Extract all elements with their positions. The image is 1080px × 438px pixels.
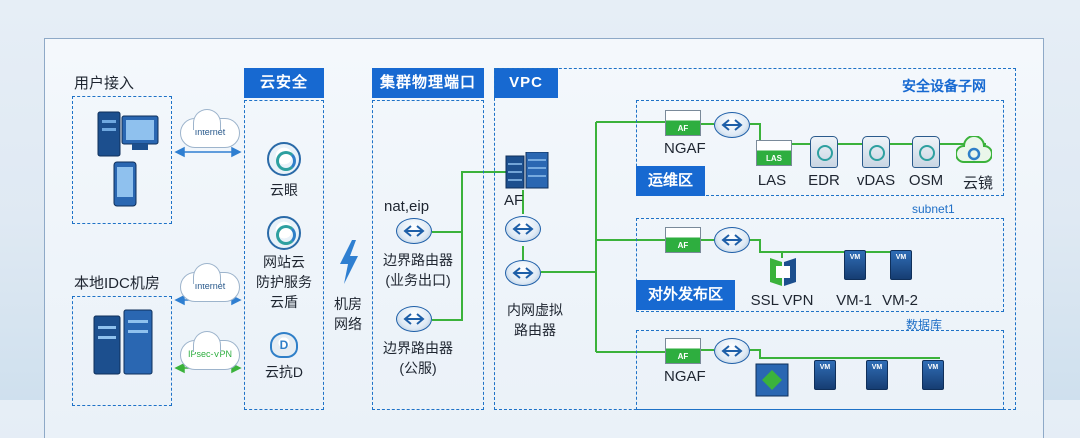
vmware-host-icon: [755, 363, 789, 397]
vpc-af-label: AF: [504, 192, 524, 209]
anti-d-label: 云抗D: [264, 364, 304, 380]
ngaf-bottom-icon: AF: [665, 338, 701, 364]
las-label: LAS: [757, 172, 787, 189]
cloud-eye-label: 云眼: [270, 182, 298, 198]
vpc-router-icon: [505, 216, 541, 242]
network-label: 网络: [334, 316, 362, 332]
publish-zone-box: [636, 218, 1004, 312]
internet-cloud-icon: Internet: [180, 109, 240, 148]
vm3-icon: VM: [814, 360, 836, 390]
ngaf-bottom-label: NGAF: [664, 368, 706, 385]
osm-device-icon: [912, 136, 940, 168]
las-device-icon: LAS: [756, 140, 792, 166]
edge-router-1-sub: (业务出口): [385, 272, 451, 288]
publish-zone-label: 对外发布区: [636, 280, 736, 310]
inner-virtual-router-icon: [505, 260, 541, 286]
vm1-label: VM-1: [836, 292, 872, 309]
edge-router-2-label: 边界路由器: [383, 340, 453, 356]
server-rack-icon: [93, 309, 153, 375]
database-label: 数据库: [906, 318, 943, 332]
user-access-label: 用户接入: [74, 75, 135, 92]
af-firewall-icon: [505, 152, 549, 189]
inner-router-label: 内网虚拟: [507, 302, 563, 318]
subnet1-label: subnet1: [912, 202, 955, 216]
ssl-vpn-icon: [770, 258, 796, 286]
ipsec-vpn-cloud-icon: IPsec-VPN: [180, 331, 240, 370]
web-cloud-shield-icon: [267, 216, 301, 250]
vm4-icon: VM: [866, 360, 888, 390]
edr-label: EDR: [808, 172, 840, 189]
ngaf-top-label: NGAF: [664, 140, 706, 157]
edr-device-icon: [810, 136, 838, 168]
vm5-icon: VM: [922, 360, 944, 390]
ngaf-mid-icon: AF: [665, 227, 701, 253]
internet-cloud-icon-2: Internet: [180, 263, 240, 302]
cluster-port-header: 集群物理端口: [372, 68, 484, 98]
room-label: 机房: [334, 296, 362, 312]
anti-ddos-shield-icon: D: [270, 332, 298, 358]
edge-router-icon-2: [396, 306, 432, 332]
cloud-mirror-label: 云镜: [962, 175, 994, 192]
local-idc-label: 本地IDC机房: [74, 275, 160, 292]
vm2-label: VM-2: [882, 292, 918, 309]
ops-zone-label: 运维区: [636, 166, 706, 196]
protect-service-label: 防护服务: [256, 274, 312, 290]
edge-router-2-sub: (公服): [399, 360, 437, 376]
cloud-mirror-icon: [956, 136, 992, 163]
cloud-eye-icon: [267, 142, 301, 176]
web-cloud-label: 网站云: [263, 254, 305, 270]
ngaf-top-icon: AF: [665, 110, 701, 136]
ops-router-icon: [714, 112, 750, 138]
ops-zone-box: [636, 100, 1004, 196]
edge-router-icon-1: [396, 218, 432, 244]
cloud-shield-label: 云盾: [270, 294, 298, 310]
edge-router-1-label: 边界路由器: [383, 252, 453, 268]
user-access-box: [72, 96, 172, 224]
vm2-icon: VM: [890, 250, 912, 280]
publish-router-icon: [714, 227, 750, 253]
bottom-router-icon: [714, 338, 750, 364]
security-subnet-title: 安全设备子网: [902, 78, 986, 94]
nat-eip-label: nat,eip: [384, 198, 430, 215]
cloud-security-header: 云安全: [244, 68, 324, 98]
vdas-label: vDAS: [856, 172, 896, 189]
vm1-icon: VM: [844, 250, 866, 280]
ssl-vpn-label: SSL VPN: [750, 292, 814, 309]
desktop-computer-icon: [97, 111, 159, 207]
osm-label: OSM: [908, 172, 944, 189]
lightning-icon: [340, 240, 358, 284]
vpc-header: VPC: [494, 68, 558, 98]
vdas-device-icon: [862, 136, 890, 168]
inner-router-sub: 路由器: [514, 322, 556, 338]
